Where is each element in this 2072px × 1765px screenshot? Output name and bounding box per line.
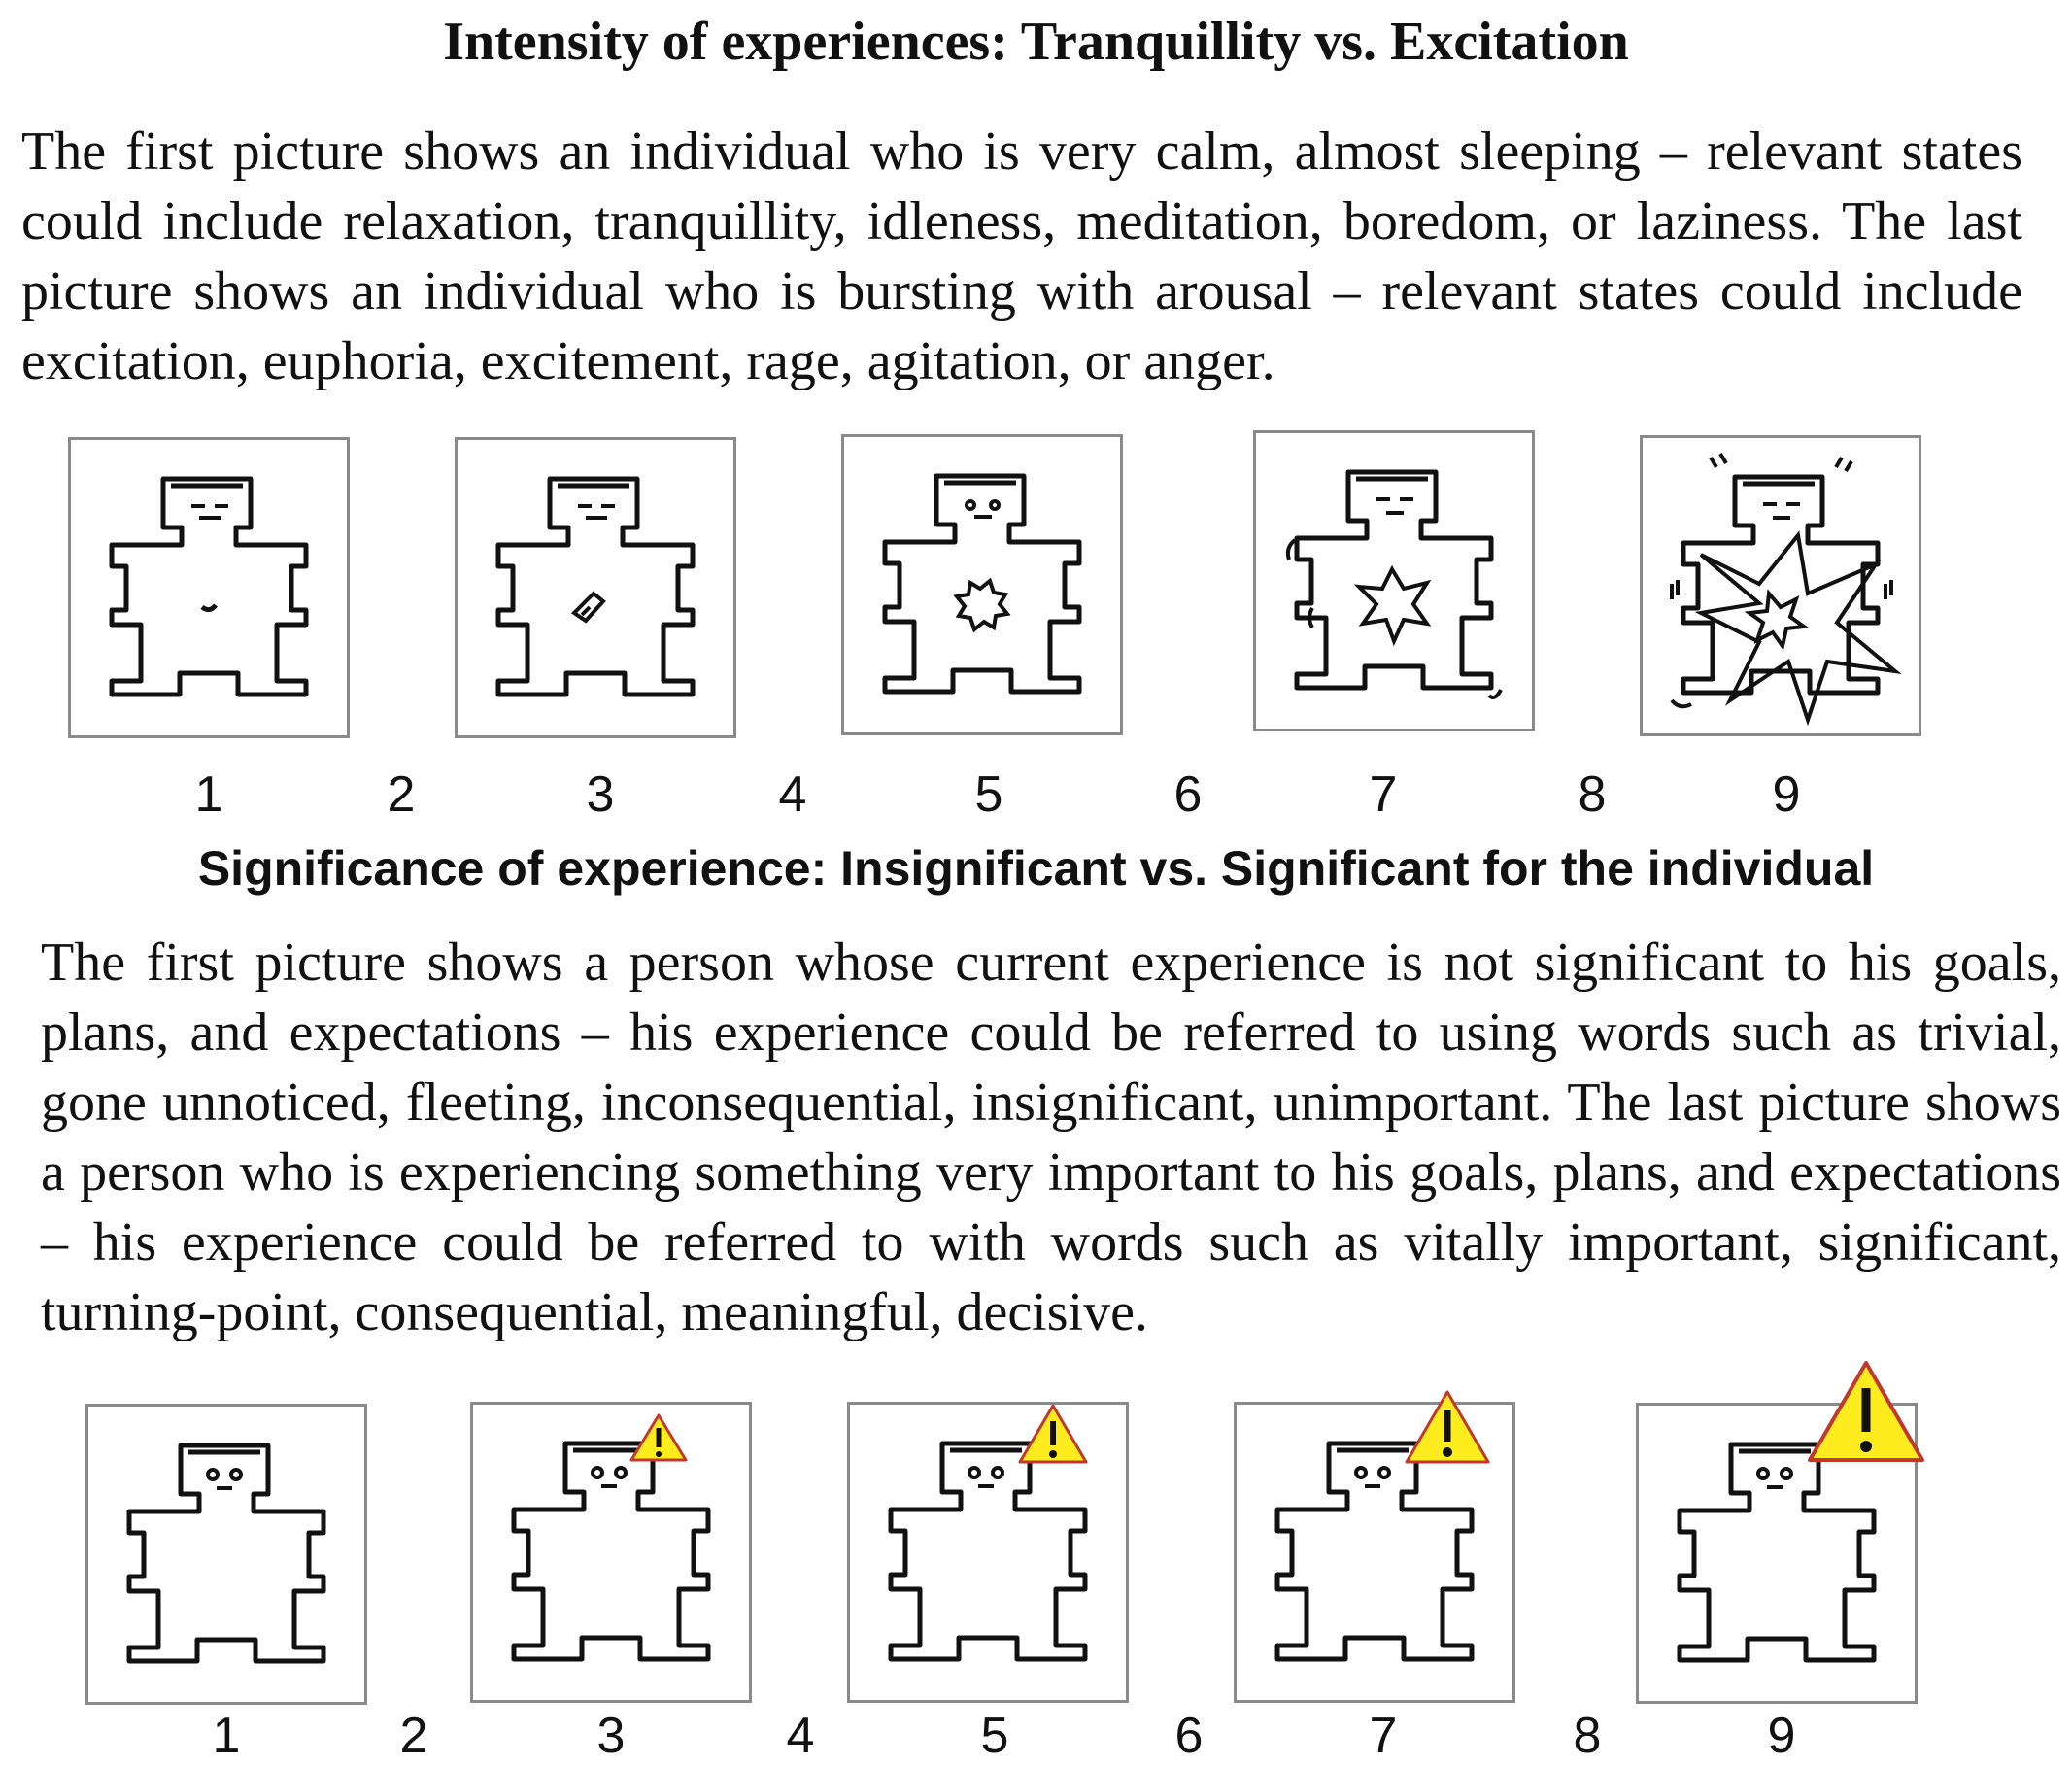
warning-triangle-icon — [1808, 1361, 1924, 1462]
manikin-significance-icon — [1677, 1442, 1877, 1663]
scale1-label-4: 4 — [778, 766, 807, 823]
section2-title: Significance of experience: Insignifican… — [197, 841, 1875, 896]
section1-title: Intensity of experiences: Tranquillity v… — [443, 12, 1629, 72]
scale2-label-7: 7 — [1369, 1708, 1398, 1764]
scale2-label-8: 8 — [1573, 1708, 1602, 1764]
section2-description: The first picture shows a person whose c… — [41, 933, 2061, 1342]
scale2-label-4: 4 — [786, 1708, 815, 1764]
significance-picture-9 — [1636, 1361, 1924, 1704]
warning-triangle-icon — [1405, 1390, 1490, 1464]
scale1-label-8: 8 — [1578, 766, 1607, 823]
scale1-label-2: 2 — [387, 766, 416, 823]
section1-description: The first picture shows an individual wh… — [21, 121, 2022, 391]
manikin-arousal-icon — [1285, 469, 1503, 699]
arousal-picture-3 — [455, 437, 736, 738]
significance-picture-3 — [470, 1402, 752, 1703]
manikin-arousal-icon — [495, 476, 696, 697]
significance-picture-1 — [85, 1404, 367, 1705]
arousal-picture-7 — [1253, 430, 1535, 731]
scale2-label-6: 6 — [1174, 1708, 1204, 1764]
scale2-label-5: 5 — [980, 1708, 1009, 1764]
scale1-label-6: 6 — [1173, 766, 1203, 823]
scale1-label-7: 7 — [1369, 766, 1398, 823]
manikin-arousal-icon — [109, 476, 309, 697]
arousal-picture-5 — [841, 434, 1123, 735]
manikin-arousal-icon — [882, 473, 1082, 695]
scale1-label-5: 5 — [974, 766, 1003, 823]
scale1-label-1: 1 — [194, 766, 223, 823]
manikin-significance-icon — [511, 1441, 711, 1662]
scale1-label-9: 9 — [1772, 766, 1801, 823]
arousal-picture-1 — [68, 437, 350, 738]
significance-picture-5 — [847, 1402, 1129, 1703]
arousal-picture-9 — [1640, 435, 1921, 736]
manikin-significance-icon — [888, 1441, 1088, 1662]
warning-triangle-icon — [1018, 1404, 1088, 1464]
scale1-label-3: 3 — [586, 766, 615, 823]
scale2-label-1: 1 — [212, 1708, 241, 1764]
scale2-label-3: 3 — [596, 1708, 626, 1764]
manikin-significance-icon — [1274, 1441, 1475, 1662]
manikin-arousal-icon — [1670, 452, 1902, 727]
scale2-label-2: 2 — [399, 1708, 428, 1764]
manikin-significance-icon — [126, 1443, 326, 1664]
warning-triangle-icon — [629, 1413, 688, 1462]
scale2-label-9: 9 — [1767, 1708, 1796, 1764]
significance-picture-7 — [1234, 1390, 1515, 1703]
